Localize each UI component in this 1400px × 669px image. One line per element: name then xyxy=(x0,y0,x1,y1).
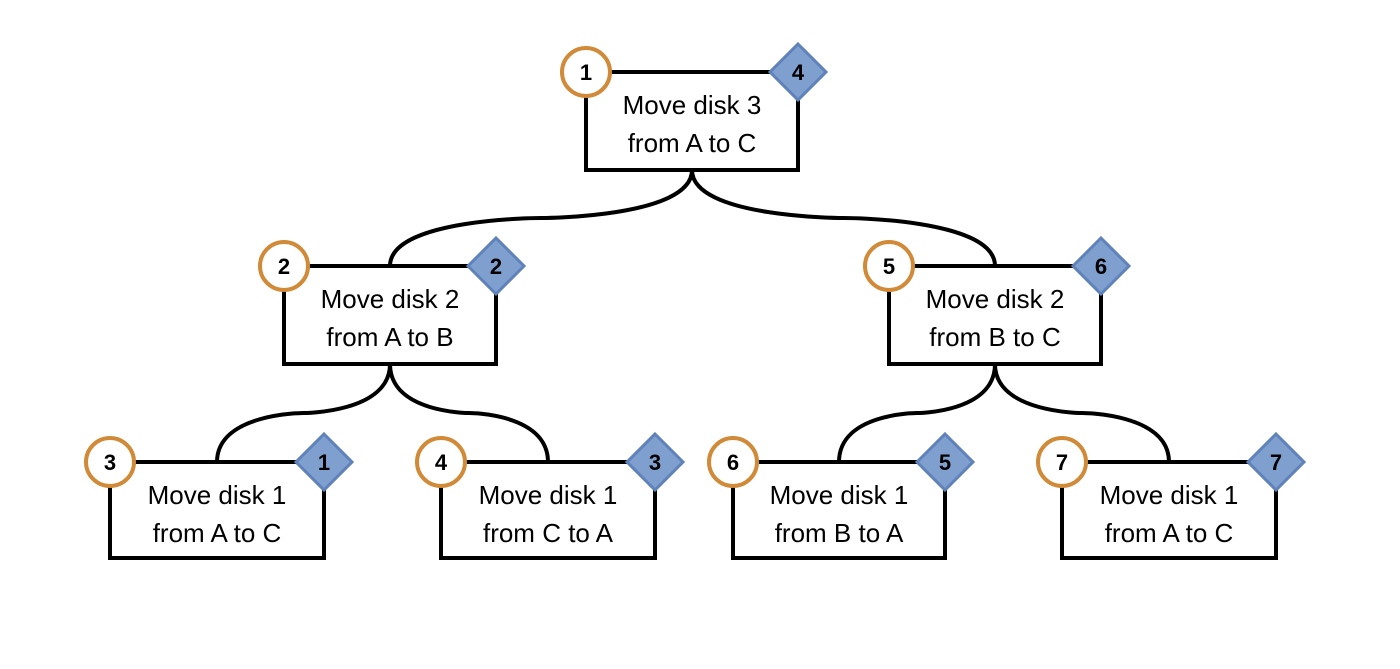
order-diamond-number: 5 xyxy=(939,450,951,475)
node-box xyxy=(282,264,498,366)
order-circle-icon xyxy=(415,436,467,488)
order-diamond-number: 1 xyxy=(318,450,330,475)
node-label-line1: Move disk 1 xyxy=(770,480,909,510)
node-box xyxy=(108,460,326,560)
order-diamond-icon xyxy=(1070,235,1132,297)
order-diamond-icon xyxy=(1245,431,1307,493)
tree-node-n4: Move disk 1 from A to C 3 1 xyxy=(84,431,355,560)
order-circle-icon xyxy=(84,436,136,488)
tree-node-n6: Move disk 1 from B to A 6 5 xyxy=(707,431,976,560)
order-diamond-icon xyxy=(465,235,527,297)
edge-n3-n6 xyxy=(837,363,997,463)
order-circle-number: 2 xyxy=(278,254,290,279)
order-circle-number: 5 xyxy=(883,254,895,279)
order-diamond-icon xyxy=(767,41,829,103)
tree-node-n2: Move disk 2 from A to B 2 2 xyxy=(258,235,527,366)
order-diamond-number: 6 xyxy=(1095,254,1107,279)
edge-n1-n3 xyxy=(690,169,997,267)
node-label-line1: Move disk 2 xyxy=(321,284,460,314)
node-label-line2: from B to C xyxy=(929,322,1060,352)
order-circle-icon xyxy=(560,46,612,98)
node-label-line2: from B to A xyxy=(775,518,904,548)
node-label-line2: from A to C xyxy=(153,518,282,548)
node-label-line1: Move disk 1 xyxy=(1100,480,1239,510)
order-diamond-icon xyxy=(624,431,686,493)
order-diamond-number: 4 xyxy=(792,60,805,85)
order-diamond-number: 7 xyxy=(1270,450,1282,475)
node-label-line1: Move disk 1 xyxy=(148,480,287,510)
tree-node-n5: Move disk 1 from C to A 4 3 xyxy=(415,431,686,560)
node-label-line2: from C to A xyxy=(483,518,614,548)
order-circle-icon xyxy=(707,436,759,488)
order-circle-number: 3 xyxy=(104,450,116,475)
order-circle-number: 1 xyxy=(580,60,592,85)
tree-node-n3: Move disk 2 from B to C 5 6 xyxy=(863,235,1132,366)
order-circle-icon xyxy=(258,240,310,292)
node-label-line2: from A to C xyxy=(1105,518,1234,548)
edge-n2-n5 xyxy=(388,363,550,463)
node-box xyxy=(439,460,657,560)
edge-n2-n4 xyxy=(215,363,392,463)
edges-layer xyxy=(215,169,1171,463)
edge-n1-n2 xyxy=(388,169,694,267)
edge-n3-n7 xyxy=(993,363,1171,463)
order-diamond-icon xyxy=(914,431,976,493)
node-box xyxy=(731,460,947,560)
order-circle-number: 7 xyxy=(1056,450,1068,475)
node-box xyxy=(1060,460,1278,560)
order-circle-number: 6 xyxy=(727,450,739,475)
node-label-line2: from A to C xyxy=(628,128,757,158)
order-circle-icon xyxy=(863,240,915,292)
order-diamond-number: 2 xyxy=(490,254,502,279)
order-diamond-number: 3 xyxy=(649,450,661,475)
order-diamond-icon xyxy=(293,431,355,493)
order-circle-number: 4 xyxy=(435,450,448,475)
node-box xyxy=(584,70,800,172)
order-circle-icon xyxy=(1036,436,1088,488)
node-label-line2: from A to B xyxy=(326,322,453,352)
tree-node-n7: Move disk 1 from A to C 7 7 xyxy=(1036,431,1307,560)
tree-node-n1: Move disk 3 from A to C 1 4 xyxy=(560,41,829,172)
node-box xyxy=(887,264,1103,366)
node-label-line1: Move disk 3 xyxy=(623,90,762,120)
node-label-line1: Move disk 2 xyxy=(926,284,1065,314)
node-label-line1: Move disk 1 xyxy=(479,480,618,510)
